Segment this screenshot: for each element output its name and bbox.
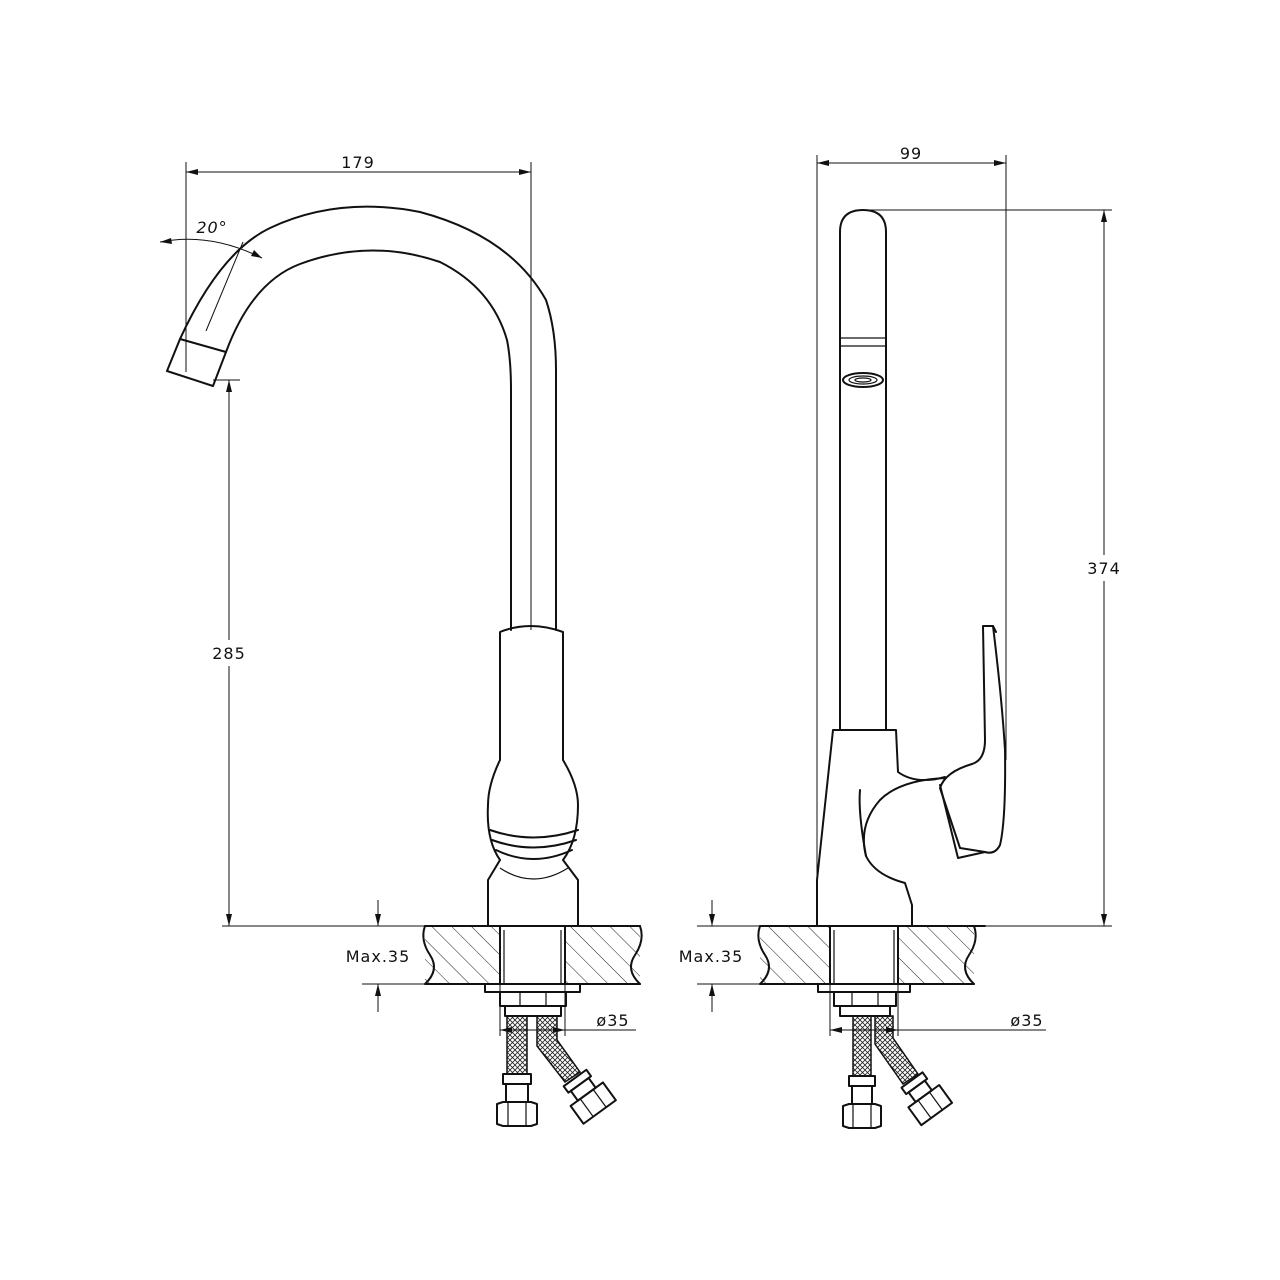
spout-reach-label: 179: [341, 153, 375, 172]
side-spout: [839, 209, 887, 731]
hole-diameter-label: ø35: [596, 1011, 629, 1030]
body-depth-label: 99: [900, 144, 922, 163]
front-mounting-hardware: [484, 983, 617, 1127]
spout-angle-label: 20°: [196, 218, 227, 237]
side-handle[interactable]: [939, 625, 1007, 859]
side-hole-diameter-label: ø35: [1010, 1011, 1043, 1030]
front-spout: [166, 205, 557, 631]
side-view: 99 374 Max.35 ø35: [679, 144, 1128, 1129]
side-dimensions: 99 374 Max.35 ø35: [679, 144, 1128, 1036]
side-deck-thickness-label: Max.35: [679, 947, 744, 966]
front-dimensions: 179 20° 285 Max.35: [159, 153, 636, 1036]
side-deck: [757, 925, 986, 985]
spout-height-label: 285: [212, 644, 246, 663]
front-view: 179 20° 285 Max.35: [159, 153, 643, 1127]
total-height-label: 374: [1087, 559, 1121, 578]
deck-thickness-label: Max.35: [346, 947, 411, 966]
front-deck: [422, 925, 643, 985]
side-mounting-hardware: [817, 983, 954, 1129]
front-body: [486, 625, 579, 927]
side-body: [816, 729, 946, 927]
